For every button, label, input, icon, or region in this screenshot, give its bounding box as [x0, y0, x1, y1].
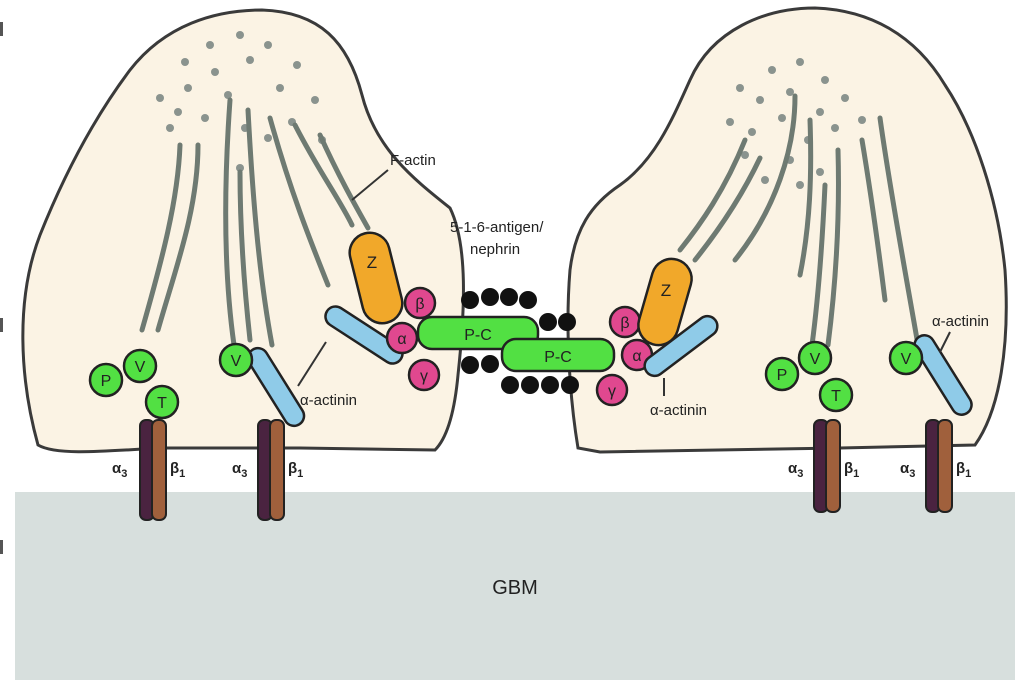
svg-text:P: P: [101, 373, 112, 390]
beta1-label-2: β1: [288, 460, 303, 480]
vinculin-1: V: [124, 350, 156, 382]
alpha3-label-2: α3: [232, 460, 247, 480]
alpha3-label-1: α3: [112, 460, 127, 480]
beta1-label-3: β1: [844, 460, 859, 480]
nephrin-label-line2: nephrin: [470, 241, 520, 258]
vinculin-4: V: [890, 342, 922, 374]
integrin-beta1-4: [938, 420, 952, 512]
catenin-gamma-left: γ: [409, 360, 439, 390]
svg-text:Z: Z: [661, 281, 671, 300]
beta1-label-4: β1: [956, 460, 971, 480]
alpha-actinin-label-left: α-actinin: [300, 392, 357, 409]
catenin-alpha-left: α: [387, 323, 417, 353]
edge-mark-1: [0, 22, 3, 36]
svg-text:P-C: P-C: [464, 327, 492, 344]
integrin-beta1-3: [826, 420, 840, 512]
svg-text:β: β: [620, 315, 629, 332]
talin-1: T: [146, 386, 178, 418]
svg-text:V: V: [135, 359, 146, 376]
pc-right: P-C: [502, 339, 614, 371]
svg-text:γ: γ: [608, 383, 616, 400]
svg-text:α: α: [397, 331, 406, 348]
alpha3-label-4: α3: [900, 460, 915, 480]
svg-text:P-C: P-C: [544, 349, 572, 366]
alpha-actinin-label-mid: α-actinin: [650, 402, 707, 419]
catenin-beta-right: β: [610, 307, 640, 337]
paxillin-1: P: [90, 364, 122, 396]
alpha3-label-3: α3: [788, 460, 803, 480]
svg-text:V: V: [231, 353, 242, 370]
catenin-beta-left: β: [405, 288, 435, 318]
svg-text:T: T: [157, 395, 167, 412]
paxillin-3: P: [766, 358, 798, 390]
svg-text:V: V: [901, 351, 912, 368]
nephrin-label-line1: 5-1-6-antigen/: [450, 219, 544, 236]
svg-text:V: V: [810, 351, 821, 368]
integrin-beta1-2: [270, 420, 284, 520]
edge-mark-2: [0, 318, 3, 332]
f-actin-label: F-actin: [390, 152, 436, 169]
vinculin-2: V: [220, 344, 252, 376]
beta1-label-1: β1: [170, 460, 185, 480]
svg-text:P: P: [777, 367, 788, 384]
vinculin-3: V: [799, 342, 831, 374]
svg-text:α: α: [632, 348, 641, 365]
integrin-beta1-1: [152, 420, 166, 520]
svg-text:T: T: [831, 388, 841, 405]
edge-mark-3: [0, 540, 3, 554]
catenin-gamma-right: γ: [597, 375, 627, 405]
svg-text:β: β: [415, 296, 424, 313]
talin-3: T: [820, 379, 852, 411]
gbm-label: GBM: [492, 577, 538, 599]
alpha-actinin-label-right: α-actinin: [932, 313, 989, 330]
svg-text:Z: Z: [367, 253, 377, 272]
svg-text:γ: γ: [420, 368, 428, 385]
